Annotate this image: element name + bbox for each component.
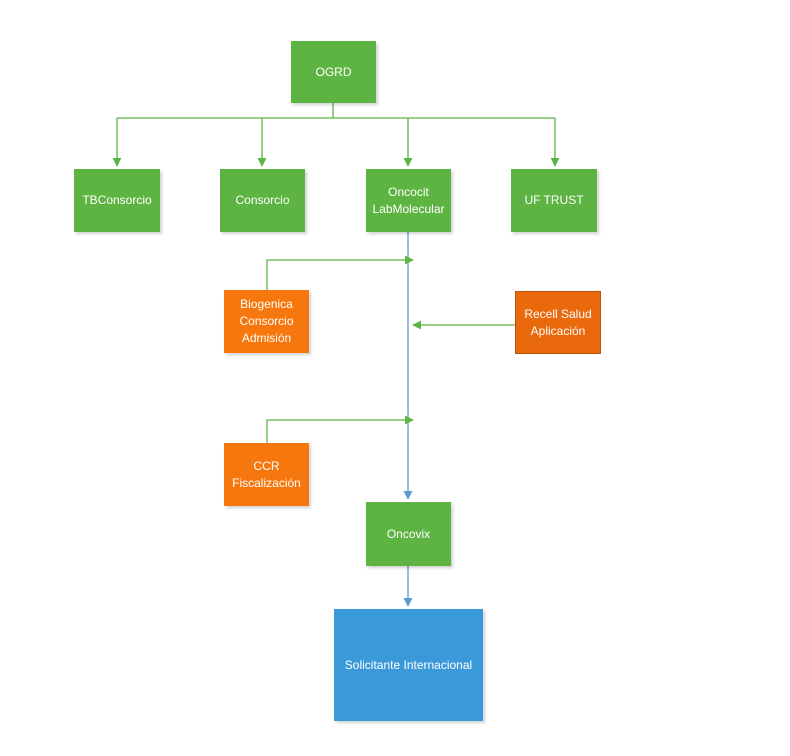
node-ogrd: OGRD bbox=[291, 41, 376, 103]
node-oncocit-label: Oncocit LabMolecular bbox=[372, 184, 445, 216]
node-tbconsorcio-label: TBConsorcio bbox=[82, 193, 152, 207]
node-biogenica-label: Biogenica Consorcio Admisión bbox=[239, 297, 294, 345]
node-uf-trust: UF TRUST bbox=[511, 169, 597, 232]
node-biogenica: Biogenica Consorcio Admisión bbox=[224, 290, 309, 353]
arrow-biogenica-to-spine bbox=[266, 255, 414, 290]
node-uf-trust-label: UF TRUST bbox=[524, 193, 584, 207]
node-oncovix-label: Oncovix bbox=[386, 526, 431, 541]
node-consorcio-label: Consorcio bbox=[235, 193, 290, 207]
arrow-ccr-to-spine bbox=[266, 415, 414, 443]
node-oncocit: Oncocit LabMolecular bbox=[366, 169, 451, 232]
node-ccr-label: CCR Fiscalización bbox=[232, 458, 301, 490]
node-ogrd-label: OGRD bbox=[315, 64, 352, 79]
node-solicitante-label: Solicitante Internacional bbox=[344, 657, 473, 672]
node-recell: Recell Salud Aplicación bbox=[515, 291, 601, 354]
node-consorcio: Consorcio bbox=[220, 169, 305, 232]
node-ccr: CCR Fiscalización bbox=[224, 443, 309, 506]
node-recell-label: Recell Salud Aplicación bbox=[524, 306, 592, 338]
node-oncovix: Oncovix bbox=[366, 502, 451, 566]
node-tbconsorcio: TBConsorcio bbox=[74, 169, 160, 232]
node-solicitante: Solicitante Internacional bbox=[334, 609, 483, 721]
